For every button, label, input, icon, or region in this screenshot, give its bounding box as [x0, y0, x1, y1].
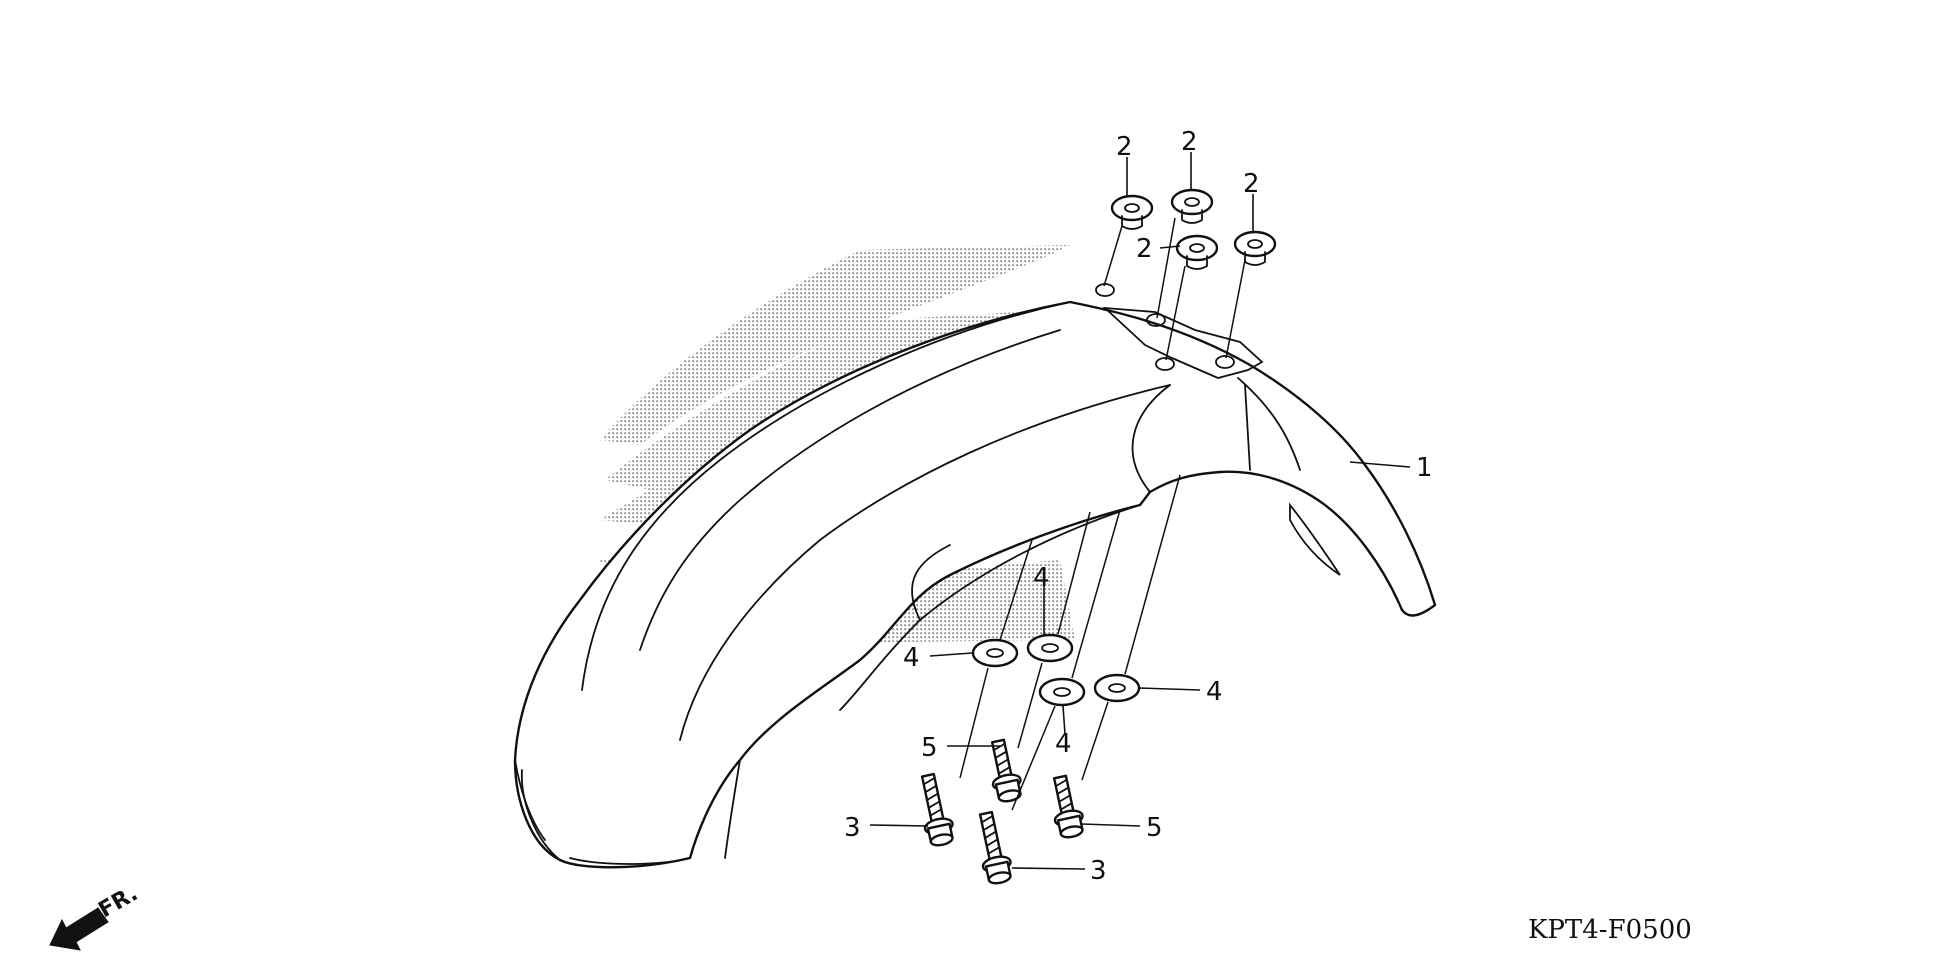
callout-leaders	[869, 152, 1411, 870]
grommet-2b	[1170, 188, 1214, 224]
callout-labels: 2 2 2 2 1 4 4 4 4 5 5 3 3	[844, 127, 1433, 886]
grommet-2c	[1175, 234, 1219, 270]
callout-5: 5	[921, 733, 938, 763]
callout-2: 2	[1136, 234, 1153, 264]
assembly-lines	[959, 217, 1246, 811]
callout-4: 4	[1033, 563, 1050, 593]
grommet-group	[1110, 188, 1277, 270]
callout-2: 2	[1116, 132, 1133, 162]
callout-1: 1	[1416, 453, 1433, 483]
bolt-5b	[1052, 774, 1084, 839]
front-direction-indicator: FR.	[49, 881, 142, 951]
callout-4: 4	[1055, 729, 1072, 759]
grommet-2a	[1110, 194, 1154, 230]
callout-2: 2	[1181, 127, 1198, 157]
grommet-2d	[1233, 230, 1277, 266]
bolt-3b	[978, 810, 1012, 885]
bolt-5a	[990, 738, 1022, 803]
callout-3: 3	[1090, 856, 1107, 886]
washer-4c	[1038, 677, 1086, 707]
callout-2: 2	[1243, 169, 1260, 199]
direction-arrow-icon	[49, 907, 109, 951]
washer-4d	[1093, 673, 1141, 703]
washer-4b	[1026, 633, 1074, 663]
bolt-3a	[920, 772, 954, 847]
callout-3: 3	[844, 813, 861, 843]
callout-4: 4	[903, 643, 920, 673]
diagram-code: KPT4-F0500	[1528, 915, 1692, 945]
front-fender	[513, 283, 1437, 869]
callout-5: 5	[1146, 813, 1163, 843]
callout-4: 4	[1206, 677, 1223, 707]
washer-4a	[971, 638, 1019, 668]
bolt-group	[920, 738, 1084, 885]
washer-group	[971, 633, 1141, 707]
